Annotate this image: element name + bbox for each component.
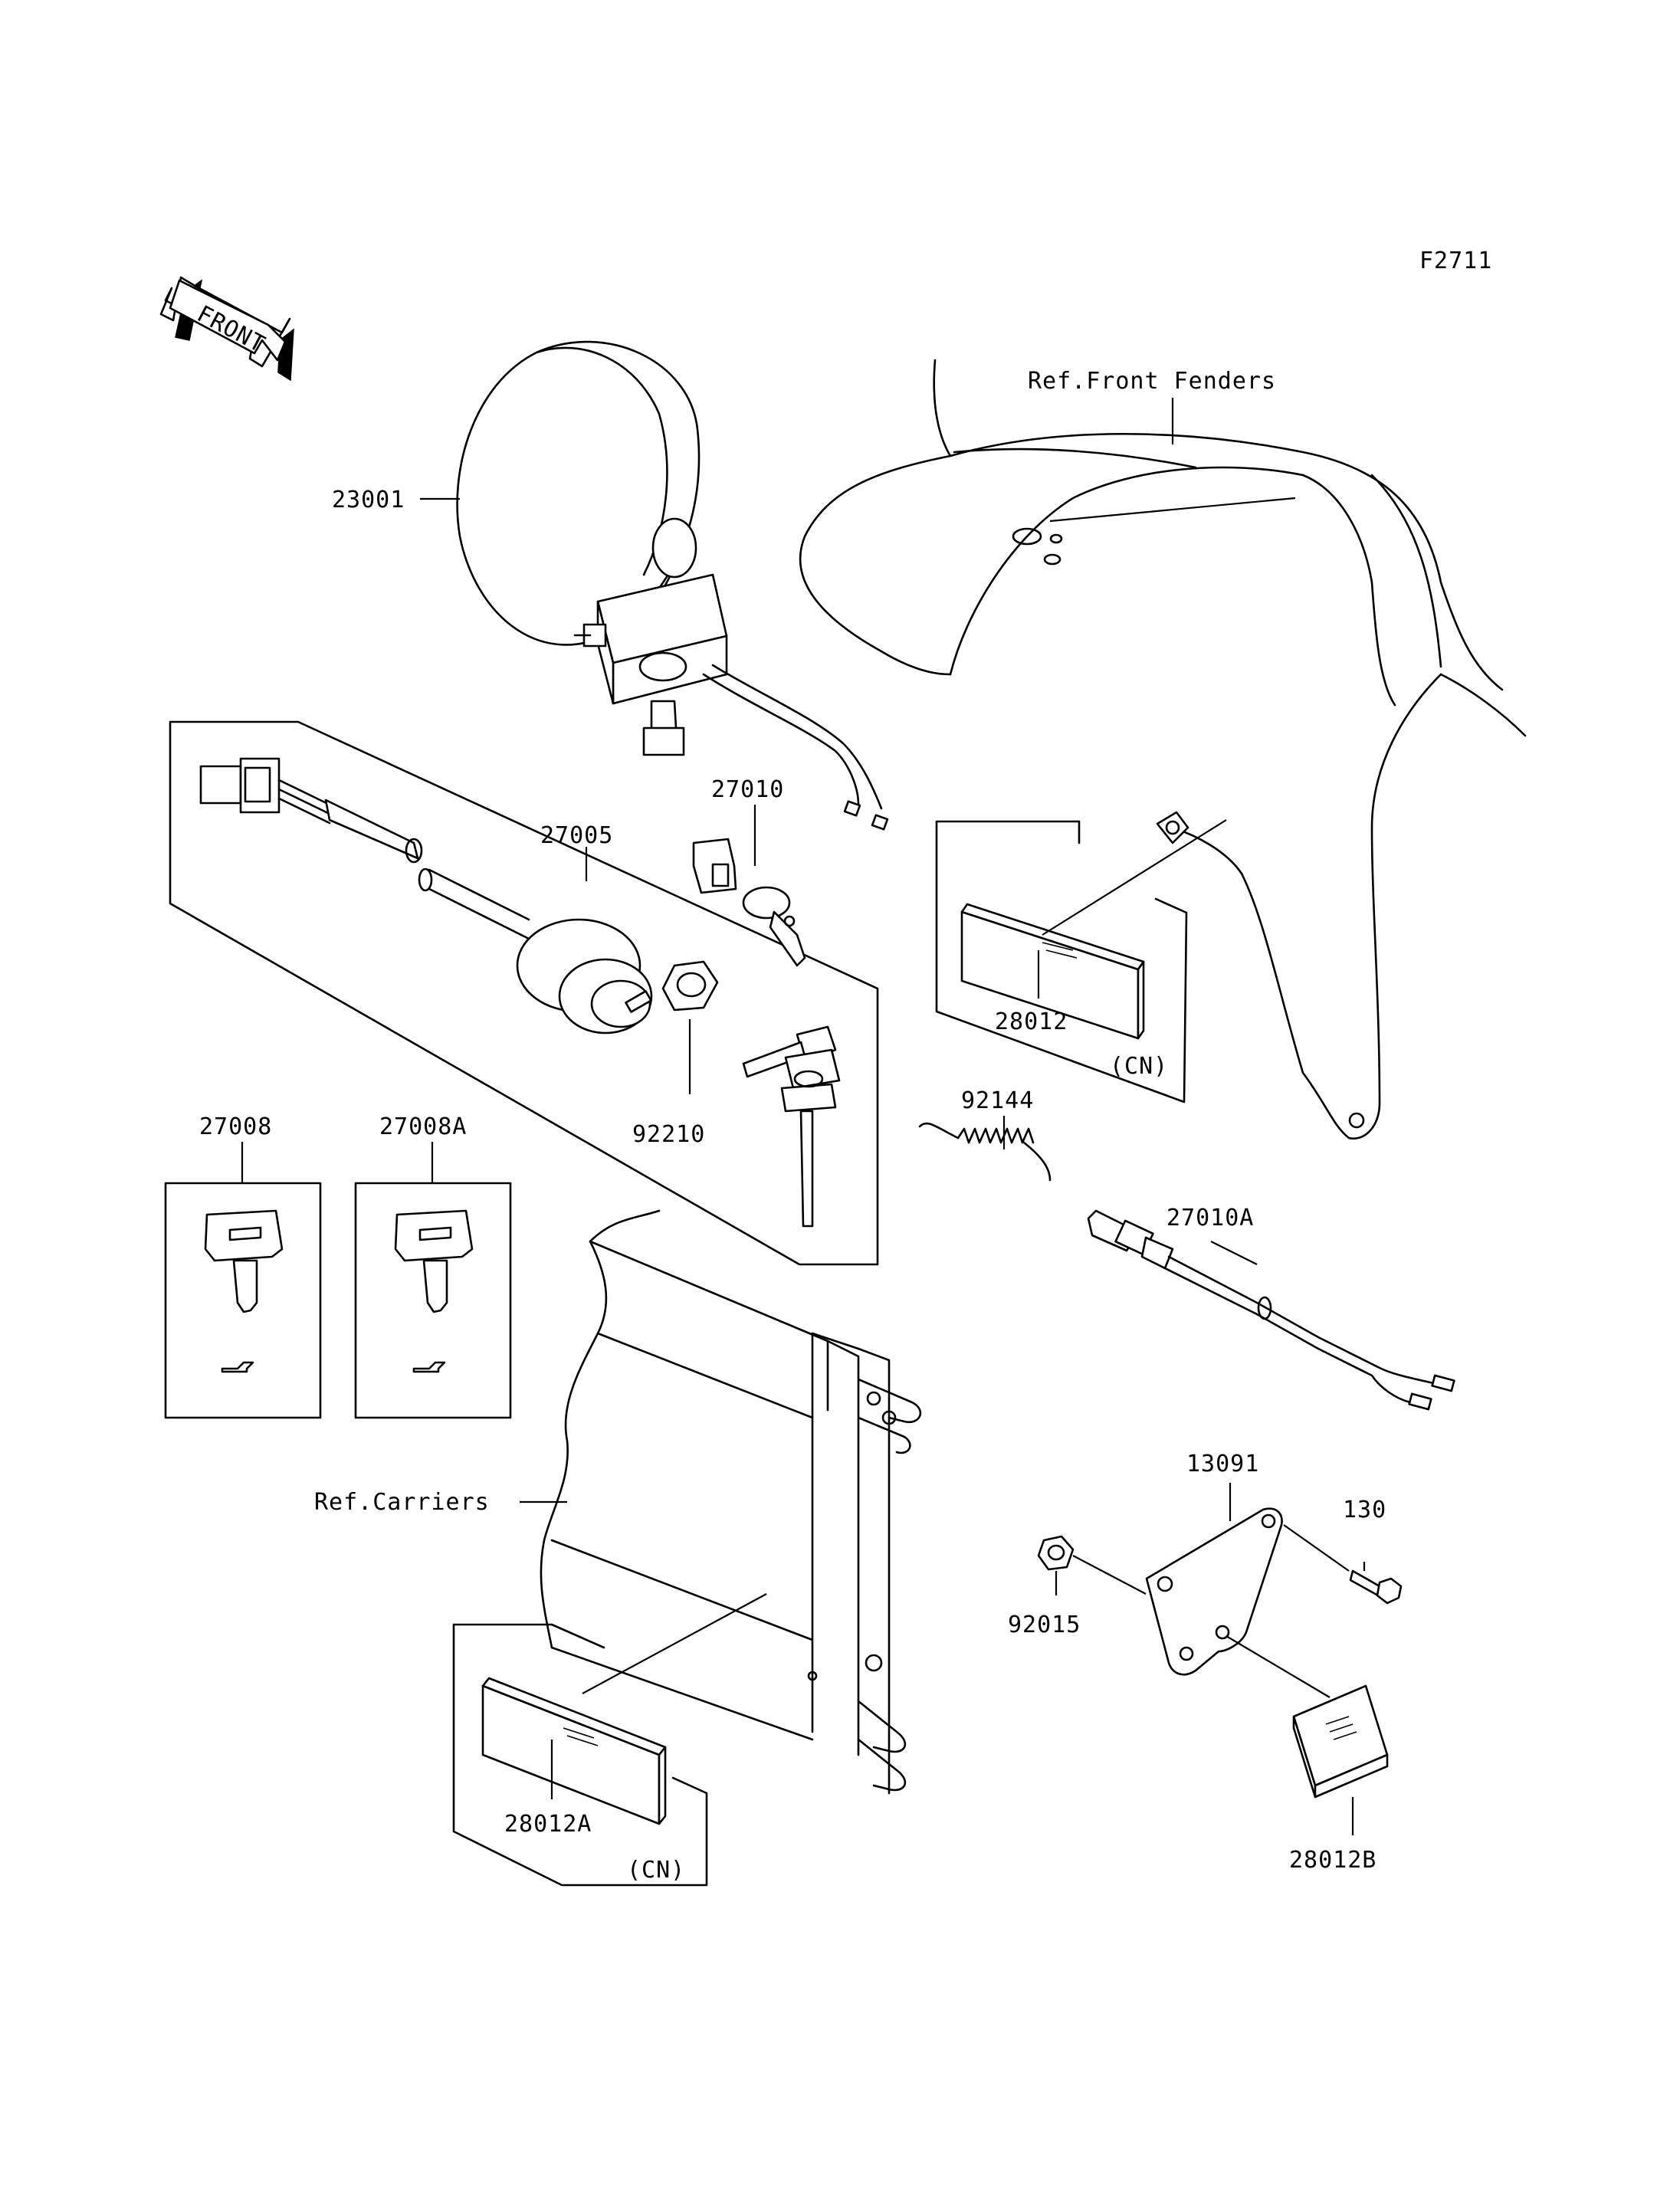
bolt-icon — [1349, 1569, 1403, 1605]
switch-icon — [692, 838, 806, 967]
reflector-icon — [1292, 1684, 1389, 1799]
label-27005: 27005 — [540, 822, 613, 849]
label-130: 130 — [1343, 1497, 1386, 1523]
label-28012A: 28012A — [504, 1811, 592, 1838]
bracket-icon — [1145, 1507, 1283, 1676]
key-icon — [204, 1209, 284, 1313]
label-28012: 28012 — [995, 1008, 1068, 1035]
key-blank-box — [164, 1182, 322, 1419]
label-front-fenders-ref: Ref.Front Fenders — [1028, 368, 1276, 395]
label-carriers-ref: Ref.Carriers — [314, 1489, 490, 1516]
front-fender-outline — [799, 359, 1527, 1140]
carrier-outline — [540, 1209, 922, 1795]
reflector-rear-a-group — [452, 1623, 708, 1887]
reflector-front-group — [935, 820, 1188, 1103]
reflector-icon — [481, 1677, 667, 1825]
key-icon — [742, 1025, 841, 1228]
label-28012B: 28012B — [1289, 1847, 1376, 1874]
label-27008A: 27008A — [379, 1113, 467, 1140]
spring-icon — [918, 1122, 1052, 1182]
label-92015: 92015 — [1008, 1612, 1081, 1638]
figure-code: F2711 — [1419, 248, 1492, 274]
headlight-icon — [456, 340, 889, 831]
label-27010: 27010 — [711, 776, 784, 803]
label-27008: 27008 — [199, 1113, 272, 1140]
label-28012A-note: (CN) — [627, 1857, 685, 1884]
label-13091: 13091 — [1186, 1451, 1259, 1477]
label-92210: 92210 — [632, 1121, 705, 1148]
ignition-switch-group — [169, 720, 879, 1266]
switch-icon — [1087, 1209, 1455, 1411]
label-92144: 92144 — [961, 1087, 1034, 1114]
label-23001: 23001 — [332, 487, 405, 513]
label-28012-note: (CN) — [1110, 1053, 1168, 1080]
label-27010A: 27010A — [1166, 1205, 1254, 1231]
key-blank-a-box — [354, 1182, 512, 1419]
reflector-icon — [960, 903, 1145, 1040]
front-arrow-icon: FRONT — [159, 276, 294, 382]
nut-flange-icon — [1037, 1535, 1075, 1571]
key-icon — [394, 1209, 474, 1313]
